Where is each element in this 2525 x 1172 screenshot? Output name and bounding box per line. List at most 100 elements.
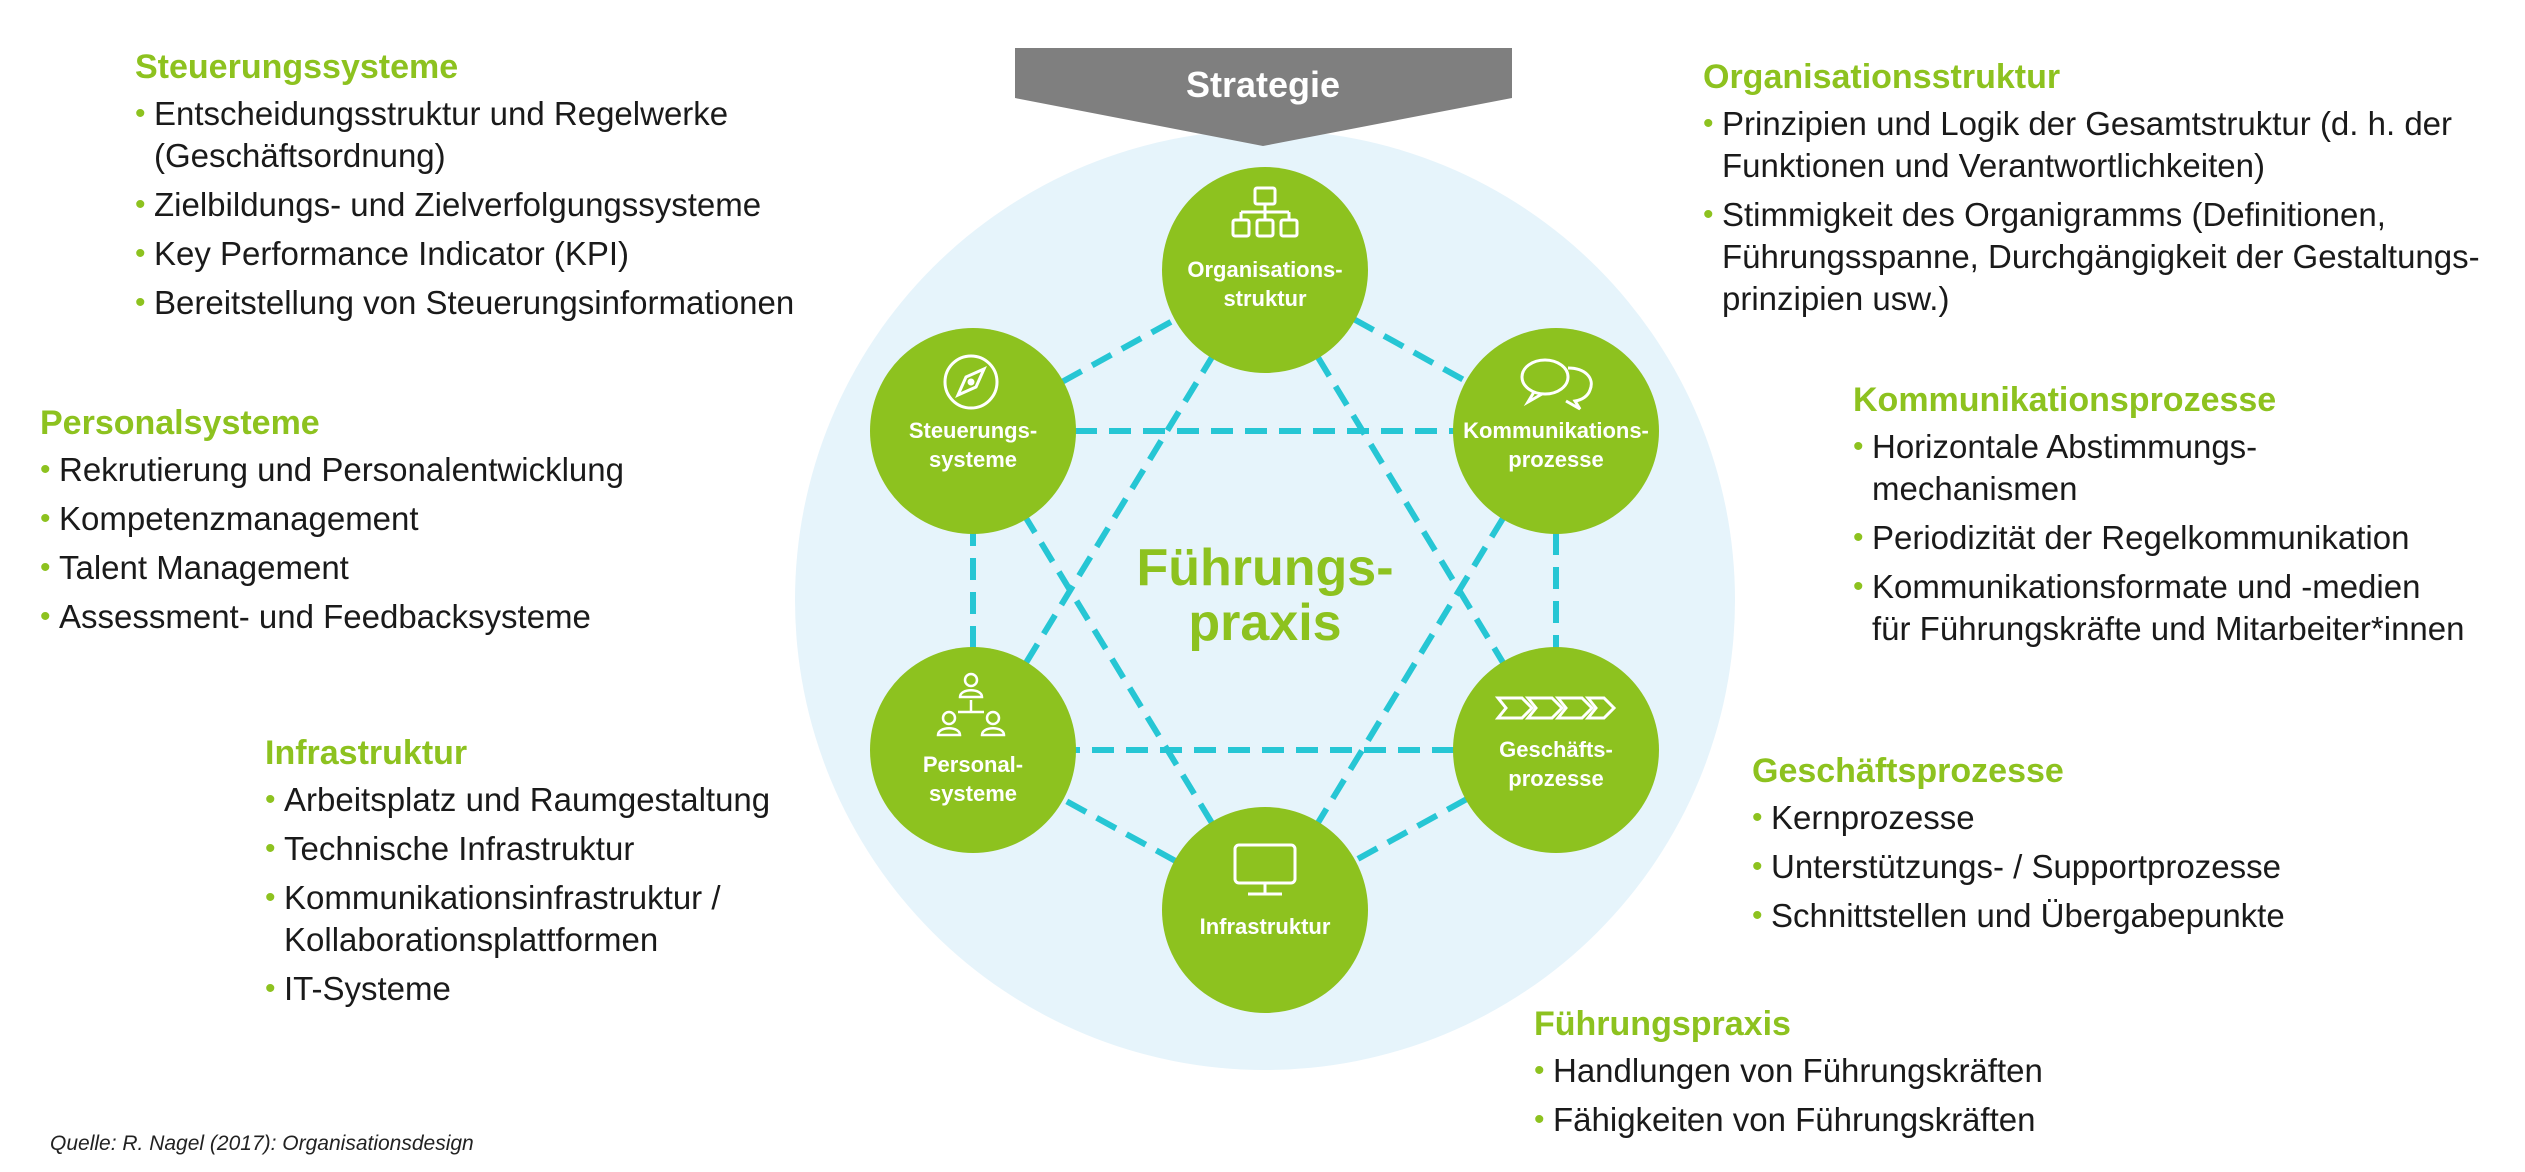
bullet-item: Schnittstellen und Übergabepunkte <box>1752 895 2285 937</box>
people-network-icon <box>936 672 1006 737</box>
bullet-text: Kollaborationsplattformen <box>284 921 659 958</box>
bullet-text: Horizontale Abstimmungs- <box>1872 428 2258 465</box>
bullet-text: Funktionen und Verantwortlichkeiten) <box>1722 147 2265 184</box>
section-kommunikationsprozesse: Kommunikationsprozesse Horizontale Absti… <box>1853 381 2465 657</box>
strategy-banner-label: Strategie <box>1186 64 1340 105</box>
bullet-text: (Geschäftsordnung) <box>154 137 446 174</box>
node-label: prozesse <box>1508 447 1603 472</box>
bullet-item: Fähigkeiten von Führungskräften <box>1534 1099 2043 1141</box>
bullet-item: Rekrutierung und Personalentwicklung <box>40 449 624 491</box>
connector-line <box>970 429 1268 912</box>
section-list: Rekrutierung und PersonalentwicklungKomp… <box>40 449 624 638</box>
bullet-item: Unterstützungs- / Supportprozesse <box>1752 846 2285 888</box>
bullet-text: für Führungskräfte und Mitarbeiter*innen <box>1872 610 2465 647</box>
bullet-text: mechanismen <box>1872 470 2078 507</box>
center-label-line2: praxis <box>1188 594 1341 652</box>
bullet-text: Zielbildungs- und Zielverfolgungssysteme <box>154 186 762 223</box>
bullet-item: Key Performance Indicator (KPI) <box>135 233 794 275</box>
section-fuehrungspraxis: Führungspraxis Handlungen von Führungskr… <box>1534 1005 2043 1148</box>
node-geschaeftsprozesse: Geschäfts- prozesse <box>1453 647 1659 853</box>
bullet-text: Kompetenzmanagement <box>59 500 419 537</box>
node-steuerungssysteme: Steuerungs- systeme <box>870 328 1076 534</box>
bullet-text: Kommunikationsformate und -medien <box>1872 568 2421 605</box>
node-personalsysteme: Personal- systeme <box>870 647 1076 853</box>
bullet-item: Arbeitsplatz und Raumgestaltung <box>265 779 770 821</box>
bullet-item: Zielbildungs- und Zielverfolgungssysteme <box>135 184 794 226</box>
bullet-text: Prinzipien und Logik der Gesamtstruktur … <box>1722 105 2453 142</box>
strategy-banner: Strategie <box>1015 48 1512 146</box>
node-label: Personal- <box>923 752 1023 777</box>
section-organisationsstruktur: Organisationsstruktur Prinzipien und Log… <box>1703 58 2480 327</box>
bullet-text: IT-Systeme <box>284 970 451 1007</box>
bullet-item: Periodizität der Regelkommunikation <box>1853 517 2465 559</box>
node-label: Infrastruktur <box>1200 914 1331 939</box>
section-list: Prinzipien und Logik der Gesamtstruktur … <box>1703 103 2480 320</box>
node-infrastruktur: Infrastruktur <box>1162 807 1368 1013</box>
bullet-text: Key Performance Indicator (KPI) <box>154 235 630 272</box>
bullet-text: Kommunikationsinfrastruktur / <box>284 879 721 916</box>
bullet-item: Assessment- und Feedbacksysteme <box>40 596 624 638</box>
bullet-text: Stimmigkeit des Organigramms (Definition… <box>1722 196 2386 233</box>
section-geschaeftsprozesse: Geschäftsprozesse KernprozesseUnterstütz… <box>1752 752 2285 944</box>
compass-icon <box>943 354 999 410</box>
bullet-text: Führungsspanne, Durchgängigkeit der Gest… <box>1722 238 2480 275</box>
section-title: Kommunikationsprozesse <box>1853 381 2277 419</box>
process-chevrons-icon <box>1494 696 1617 720</box>
section-list: Arbeitsplatz und RaumgestaltungTechnisch… <box>265 779 770 1010</box>
connector-line <box>1262 268 1559 752</box>
section-title: Führungspraxis <box>1534 1005 1791 1043</box>
section-title: Geschäftsprozesse <box>1752 752 2064 790</box>
bullet-item: Kernprozesse <box>1752 797 2285 839</box>
section-title: Organisationsstruktur <box>1703 58 2061 96</box>
section-personalsysteme: Personalsysteme Rekrutierung und Persona… <box>40 404 624 645</box>
connector-line <box>970 268 1268 752</box>
bullet-item: Kommunikationsformate und -medien für Füh… <box>1853 566 2465 650</box>
section-list: Horizontale Abstimmungs-mechanismenPerio… <box>1853 426 2465 650</box>
node-organisationsstruktur: Organisations- struktur <box>1162 167 1368 373</box>
node-label: Geschäfts- <box>1499 737 1613 762</box>
node-label: Steuerungs- <box>909 418 1037 443</box>
bullet-item: Handlungen von Führungskräften <box>1534 1050 2043 1092</box>
section-list: Entscheidungsstruktur und Regelwerke (Ges… <box>135 93 794 324</box>
bullet-text: Periodizität der Regelkommunikation <box>1872 519 2410 556</box>
source-note: Quelle: R. Nagel (2017): Organisationsde… <box>50 1132 474 1155</box>
speech-bubbles-icon <box>1520 358 1593 411</box>
bullet-item: Kommunikationsinfrastruktur / Kollaborati… <box>265 877 770 961</box>
section-list: KernprozesseUnterstützungs- / Supportpro… <box>1752 797 2285 937</box>
bullet-text: Technische Infrastruktur <box>284 830 635 867</box>
bullet-text: Kernprozesse <box>1771 799 1975 836</box>
bullet-item: Talent Management <box>40 547 624 589</box>
center-label-line1: Führungs- <box>1136 539 1393 597</box>
monitor-icon <box>1233 843 1297 896</box>
bullet-text: Entscheidungsstruktur und Regelwerke <box>154 95 729 132</box>
node-label: struktur <box>1223 286 1307 311</box>
bullet-text: Rekrutierung und Personalentwicklung <box>59 451 624 488</box>
section-title: Steuerungssysteme <box>135 48 459 86</box>
bullet-text: Assessment- und Feedbacksysteme <box>59 598 591 635</box>
node-kommunikationsprozesse: Kommunikations- prozesse <box>1453 328 1659 534</box>
bullet-item: Entscheidungsstruktur und Regelwerke (Ges… <box>135 93 794 177</box>
bullet-item: Prinzipien und Logik der Gesamtstruktur … <box>1703 103 2480 187</box>
bullet-item: Stimmigkeit des Organigramms (Definition… <box>1703 194 2480 320</box>
bullet-text: Bereitstellung von Steuerungsinformation… <box>154 284 795 321</box>
bullet-text: Talent Management <box>59 549 349 586</box>
section-title: Infrastruktur <box>265 734 468 772</box>
node-label: prozesse <box>1508 766 1603 791</box>
section-steuerungssysteme: Steuerungssysteme Entscheidungsstruktur … <box>135 48 794 331</box>
bullet-item: IT-Systeme <box>265 968 770 1010</box>
node-label: systeme <box>929 447 1017 472</box>
node-label: Kommunikations- <box>1463 418 1649 443</box>
connector-line <box>1262 429 1559 912</box>
bullet-item: Kompetenzmanagement <box>40 498 624 540</box>
bullet-text: prinzipien usw.) <box>1722 280 1950 317</box>
bullet-item: Technische Infrastruktur <box>265 828 770 870</box>
bullet-text: Fähigkeiten von Führungskräften <box>1553 1101 2036 1138</box>
node-label: Organisations- <box>1187 257 1342 282</box>
org-chart-icon <box>1231 186 1299 238</box>
bullet-text: Schnittstellen und Übergabepunkte <box>1771 897 2285 934</box>
bullet-text: Handlungen von Führungskräften <box>1553 1052 2043 1089</box>
bullet-text: Unterstützungs- / Supportprozesse <box>1771 848 2281 885</box>
section-infrastruktur: Infrastruktur Arbeitsplatz und Raumgesta… <box>265 734 770 1017</box>
